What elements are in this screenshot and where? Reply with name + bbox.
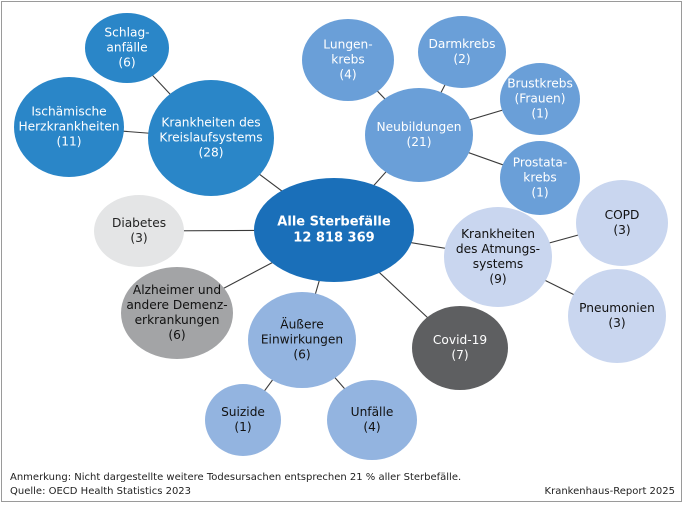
node-neubildungen: Neubildungen(21) [365,88,473,182]
label-atmung-1: des Atmungs- [456,242,540,256]
bubble-darm [418,16,506,88]
label-atmung-0: Krankheiten [461,227,535,241]
label-pneumonien-1: (3) [608,316,625,330]
label-unfaelle-0: Unfälle [351,405,394,419]
label-ischaemisch-0: Ischämische [31,105,106,119]
label-schlag-1: anfälle [106,41,147,55]
label-alzheimer-1: andere Demenz- [126,298,227,312]
node-pneumonien: Pneumonien(3) [568,269,666,363]
label-brust-1: (Frauen) [514,92,565,106]
label-covid-0: Covid-19 [433,333,487,347]
label-prostata-1: krebs [523,171,556,185]
label-ischaemisch-1: Herzkrankheiten [19,120,120,134]
bubble-diabetes [94,195,184,267]
node-schlag: Schlag-anfälle(6) [85,13,169,83]
node-lungen: Lungen-krebs(4) [302,19,394,101]
bubble-neubildungen [365,88,473,182]
label-schlag-0: Schlag- [104,26,149,40]
label-kreislauf-0: Krankheiten des [161,116,260,130]
report-label: Krankenhaus-Report 2025 [544,486,675,497]
bubble-lungen [302,19,394,101]
node-covid: Covid-19(7) [412,306,508,390]
bubble-center [254,178,414,282]
label-diabetes-1: (3) [130,231,147,245]
label-atmung-2: systems [473,257,523,271]
label-unfaelle-1: (4) [363,420,380,434]
label-diabetes-0: Diabetes [112,216,166,230]
label-covid-1: (7) [451,348,468,362]
label-kreislauf-1: Kreislaufsystems [159,131,262,145]
node-copd: COPD(3) [576,180,668,266]
label-suizide-0: Suizide [221,405,265,419]
bubble-ischaemisch [14,77,124,177]
label-center-0: Alle Sterbefälle [277,215,391,230]
label-aeussere-2: (6) [293,348,310,362]
bubble-prostata [500,141,580,215]
label-aeussere-0: Äußere [280,317,323,332]
label-darm-1: (2) [453,52,470,66]
label-lungen-2: (4) [339,68,356,82]
label-aeussere-1: Einwirkungen [261,333,343,347]
node-suizide: Suizide(1) [205,384,281,456]
node-unfaelle: Unfälle(4) [327,380,417,460]
bubble-alzheimer [121,267,233,359]
label-ischaemisch-2: (11) [56,135,81,149]
label-alzheimer-0: Alzheimer und [133,283,221,297]
node-prostata: Prostata-krebs(1) [500,141,580,215]
label-pneumonien-0: Pneumonien [579,301,655,315]
label-copd-1: (3) [613,223,630,237]
label-atmung-3: (9) [489,272,506,286]
bubble-covid [412,306,508,390]
label-lungen-1: krebs [331,53,364,67]
label-center-1: 12 818 369 [293,231,374,246]
node-diabetes: Diabetes(3) [94,195,184,267]
label-copd-0: COPD [605,208,640,222]
bubble-pneumonien [568,269,666,363]
node-brust: Brustkrebs(Frauen)(1) [500,63,580,135]
label-schlag-2: (6) [118,56,135,70]
bubble-schlag [85,13,169,83]
node-darm: Darmkrebs(2) [418,16,506,88]
bubble-aeussere [248,292,356,388]
label-darm-0: Darmkrebs [429,37,496,51]
label-kreislauf-2: (28) [198,146,223,160]
label-neubildungen-1: (21) [406,135,431,149]
label-alzheimer-3: (6) [168,328,185,342]
label-neubildungen-0: Neubildungen [377,120,462,134]
footnote-text: Anmerkung: Nicht dargestellte weitere To… [10,472,462,483]
label-brust-2: (1) [531,107,548,121]
label-prostata-0: Prostata- [513,156,568,170]
bubble-copd [576,180,668,266]
bubble-unfaelle [327,380,417,460]
label-prostata-2: (1) [531,186,548,200]
label-suizide-1: (1) [234,420,251,434]
bubble-brust [500,63,580,135]
source-text: Quelle: OECD Health Statistics 2023 [10,486,192,497]
label-lungen-0: Lungen- [323,38,372,52]
bubble-suizide [205,384,281,456]
label-alzheimer-2: erkrankungen [135,313,220,327]
bubble-atmung [444,207,552,307]
bubble-kreislauf [148,80,274,196]
label-brust-0: Brustkrebs [507,77,573,91]
